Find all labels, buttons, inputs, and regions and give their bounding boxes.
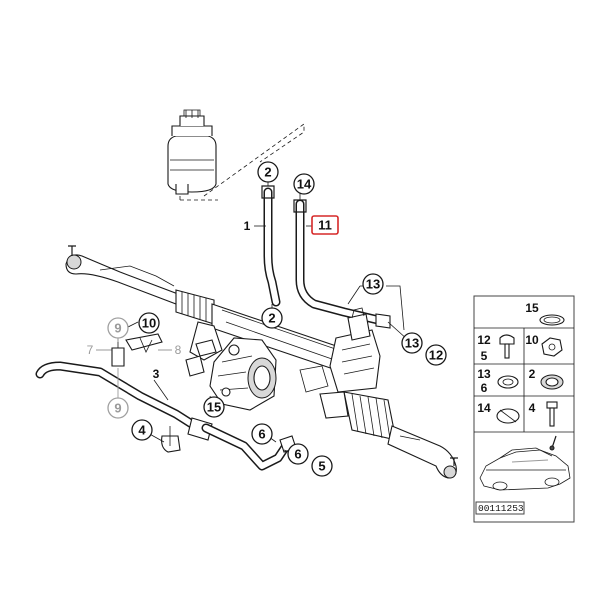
- svg-text:12: 12: [429, 348, 443, 363]
- diagram-code-box: [475, 501, 525, 515]
- legend-label-14: 14: [477, 401, 491, 415]
- callout-6-a[interactable]: 6: [251, 423, 273, 445]
- svg-text:15: 15: [207, 400, 221, 415]
- svg-text:6: 6: [294, 447, 301, 462]
- tie-rod-right: [387, 425, 458, 479]
- legend-label-2: 2: [529, 367, 536, 381]
- tie-rod-left: [65, 245, 179, 305]
- callout-15-mid[interactable]: 15: [203, 396, 225, 418]
- svg-text:2: 2: [268, 311, 275, 326]
- svg-text:4: 4: [138, 423, 146, 438]
- legend-label-13: 13: [477, 367, 491, 381]
- label-3: 3: [153, 367, 160, 381]
- callout-14-top[interactable]: 14: [293, 173, 315, 195]
- svg-text:9: 9: [114, 401, 121, 416]
- svg-text:13: 13: [405, 336, 419, 351]
- parts-legend-panel: 15 12 5 10 13 6 2 14 4: [473, 295, 575, 523]
- pressure-line-6: [201, 423, 297, 471]
- legend-label-5: 5: [481, 349, 488, 363]
- callout-13-right[interactable]: 13: [362, 273, 384, 295]
- callout-13-lower[interactable]: 13: [401, 332, 423, 354]
- diagram-code: 00111253: [478, 503, 524, 514]
- callout-2-mid[interactable]: 2: [261, 307, 283, 329]
- legend-label-15: 15: [525, 301, 539, 315]
- callout-9-upper[interactable]: 9: [107, 317, 129, 339]
- label-7: 7: [87, 343, 94, 357]
- steering-rack: [175, 289, 397, 441]
- pump-unit: [195, 337, 277, 411]
- callout-2-top[interactable]: 2: [257, 161, 279, 183]
- legend-label-10: 10: [525, 333, 539, 347]
- svg-text:6: 6: [258, 427, 265, 442]
- callout-10[interactable]: 10: [138, 312, 160, 334]
- callout-9-lower[interactable]: 9: [107, 397, 129, 419]
- callout-4[interactable]: 4: [131, 419, 153, 441]
- callout-5[interactable]: 5: [311, 455, 333, 477]
- svg-text:9: 9: [114, 321, 121, 336]
- svg-text:13: 13: [366, 277, 380, 292]
- svg-text:11: 11: [318, 218, 332, 233]
- svg-text:5: 5: [318, 459, 325, 474]
- bracket-assembly: [96, 333, 172, 367]
- hose-part-1: [261, 185, 281, 307]
- car-silhouette-icon: [479, 435, 571, 491]
- svg-text:14: 14: [297, 177, 312, 192]
- label-8: 8: [175, 343, 182, 357]
- callout-12-lower[interactable]: 12: [425, 344, 447, 366]
- legend-label-6: 6: [481, 381, 488, 395]
- legend-label-4: 4: [529, 401, 536, 415]
- svg-text:2: 2: [264, 165, 271, 180]
- return-line-3: [35, 361, 213, 453]
- svg-text:10: 10: [142, 316, 156, 331]
- reservoir-illustration: [167, 109, 305, 201]
- callout-11-highlighted[interactable]: 11: [311, 215, 339, 235]
- callout-6-b[interactable]: 6: [287, 443, 309, 465]
- legend-label-12: 12: [477, 333, 491, 347]
- label-1: 1: [244, 219, 251, 233]
- hose-part-11: [293, 199, 391, 329]
